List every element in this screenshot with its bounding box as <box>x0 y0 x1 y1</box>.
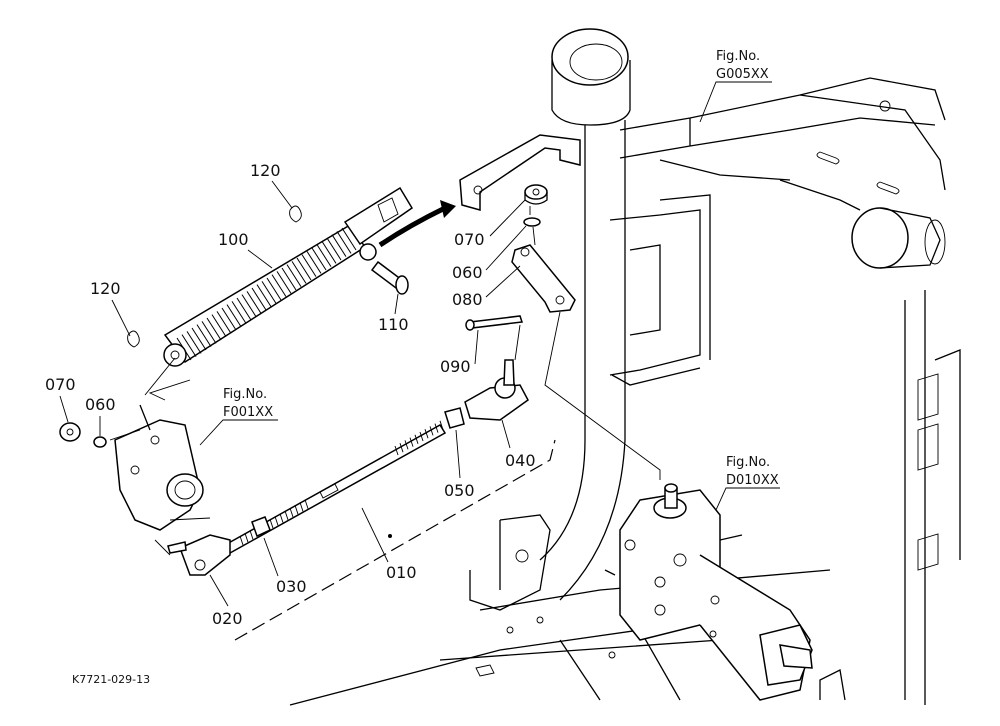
reference-lines <box>144 206 661 556</box>
rod-thread <box>269 519 274 529</box>
group-dashed-line <box>234 439 556 641</box>
spring-coil <box>266 277 282 301</box>
label-060-upper: 060 <box>452 263 483 282</box>
fig-ref-f001-label: Fig.No. <box>223 387 267 402</box>
spring-coil <box>236 297 252 321</box>
spring-coil <box>291 261 307 284</box>
label-010: 010 <box>386 563 417 582</box>
rod-thread <box>284 510 289 520</box>
rod-thread <box>244 533 249 543</box>
rod-thread <box>399 443 404 453</box>
label-040: 040 <box>505 451 536 470</box>
spring-coil <box>281 267 297 291</box>
spring-coil <box>186 331 202 354</box>
rod-thread <box>404 440 409 450</box>
fig-ref-f001-code: F001XX <box>223 405 273 420</box>
fig-ref-g005-code: G005XX <box>716 67 769 82</box>
rod-thread <box>304 499 309 509</box>
tractor-frame <box>289 28 961 706</box>
label-020: 020 <box>212 609 243 628</box>
left-bracket <box>59 404 204 531</box>
rod-thread <box>294 505 299 515</box>
spring-coil <box>261 281 277 304</box>
figure-ref-d010: Fig.No. D010XX <box>715 455 780 511</box>
spring-coil <box>191 327 207 351</box>
spring-coil <box>271 274 287 297</box>
label-100: 100 <box>218 230 249 249</box>
spring-coil <box>331 234 347 257</box>
spring-coil <box>221 307 237 331</box>
rod-thread <box>429 426 434 436</box>
spring-coil <box>341 227 357 251</box>
control-valve <box>604 483 813 701</box>
rod-thread <box>414 434 419 444</box>
spring-coil <box>226 304 242 327</box>
spring-coil <box>276 271 292 294</box>
label-080: 080 <box>452 290 483 309</box>
figure-ref-g005: Fig.No. G005XX <box>699 49 772 123</box>
spring-coil <box>206 317 222 341</box>
label-060-left: 060 <box>85 395 116 414</box>
rod-thread <box>249 530 254 540</box>
rod-thread <box>434 423 439 433</box>
rod-thread <box>299 502 304 512</box>
label-110: 110 <box>378 315 409 334</box>
spring-coil <box>256 284 272 307</box>
spring-coil <box>316 244 332 267</box>
part-labels: 120 100 120 110 070 060 080 090 070 060 … <box>45 161 536 628</box>
rod-thread <box>394 445 399 456</box>
spring-coil <box>321 241 337 264</box>
figure-ref-f001: Fig.No. F001XX <box>199 387 278 446</box>
rod-thread <box>274 516 279 526</box>
spring-cylinder <box>127 186 414 367</box>
fig-ref-d010-code: D010XX <box>726 473 779 488</box>
spring-coil <box>241 294 257 317</box>
fig-ref-d010-label: Fig.No. <box>726 455 770 470</box>
spring-coil <box>211 314 227 337</box>
spring-coil <box>251 287 267 311</box>
label-090: 090 <box>440 357 471 376</box>
label-070-left: 070 <box>45 375 76 394</box>
spring-coil <box>296 257 312 281</box>
spring-coil <box>301 254 317 277</box>
label-070-upper: 070 <box>454 230 485 249</box>
label-120-upper: 120 <box>250 161 281 180</box>
spring-coil <box>201 321 217 344</box>
rod-assembly <box>167 359 529 576</box>
spring-coil <box>246 291 262 314</box>
fig-ref-g005-label: Fig.No. <box>716 49 760 64</box>
rod-thread <box>239 535 244 546</box>
spring-coil <box>181 334 197 357</box>
spring-coil <box>231 301 247 324</box>
rod-thread <box>409 437 414 447</box>
label-050: 050 <box>444 481 475 500</box>
spring-coil <box>326 237 342 261</box>
rod-thread <box>439 420 444 430</box>
spring-coil <box>311 247 327 271</box>
rod-thread <box>279 513 284 523</box>
drawing-code: K7721-029-13 <box>72 673 150 686</box>
spring-coil <box>306 251 322 274</box>
spring-coil <box>196 324 212 347</box>
spring-coil <box>286 264 302 287</box>
rod-thread <box>289 507 294 518</box>
label-120-lower: 120 <box>90 279 121 298</box>
rod-thread <box>424 429 429 439</box>
spring-coil <box>216 311 232 334</box>
rod-thread <box>419 431 424 442</box>
spring-coil <box>336 231 352 254</box>
label-030: 030 <box>276 577 307 596</box>
